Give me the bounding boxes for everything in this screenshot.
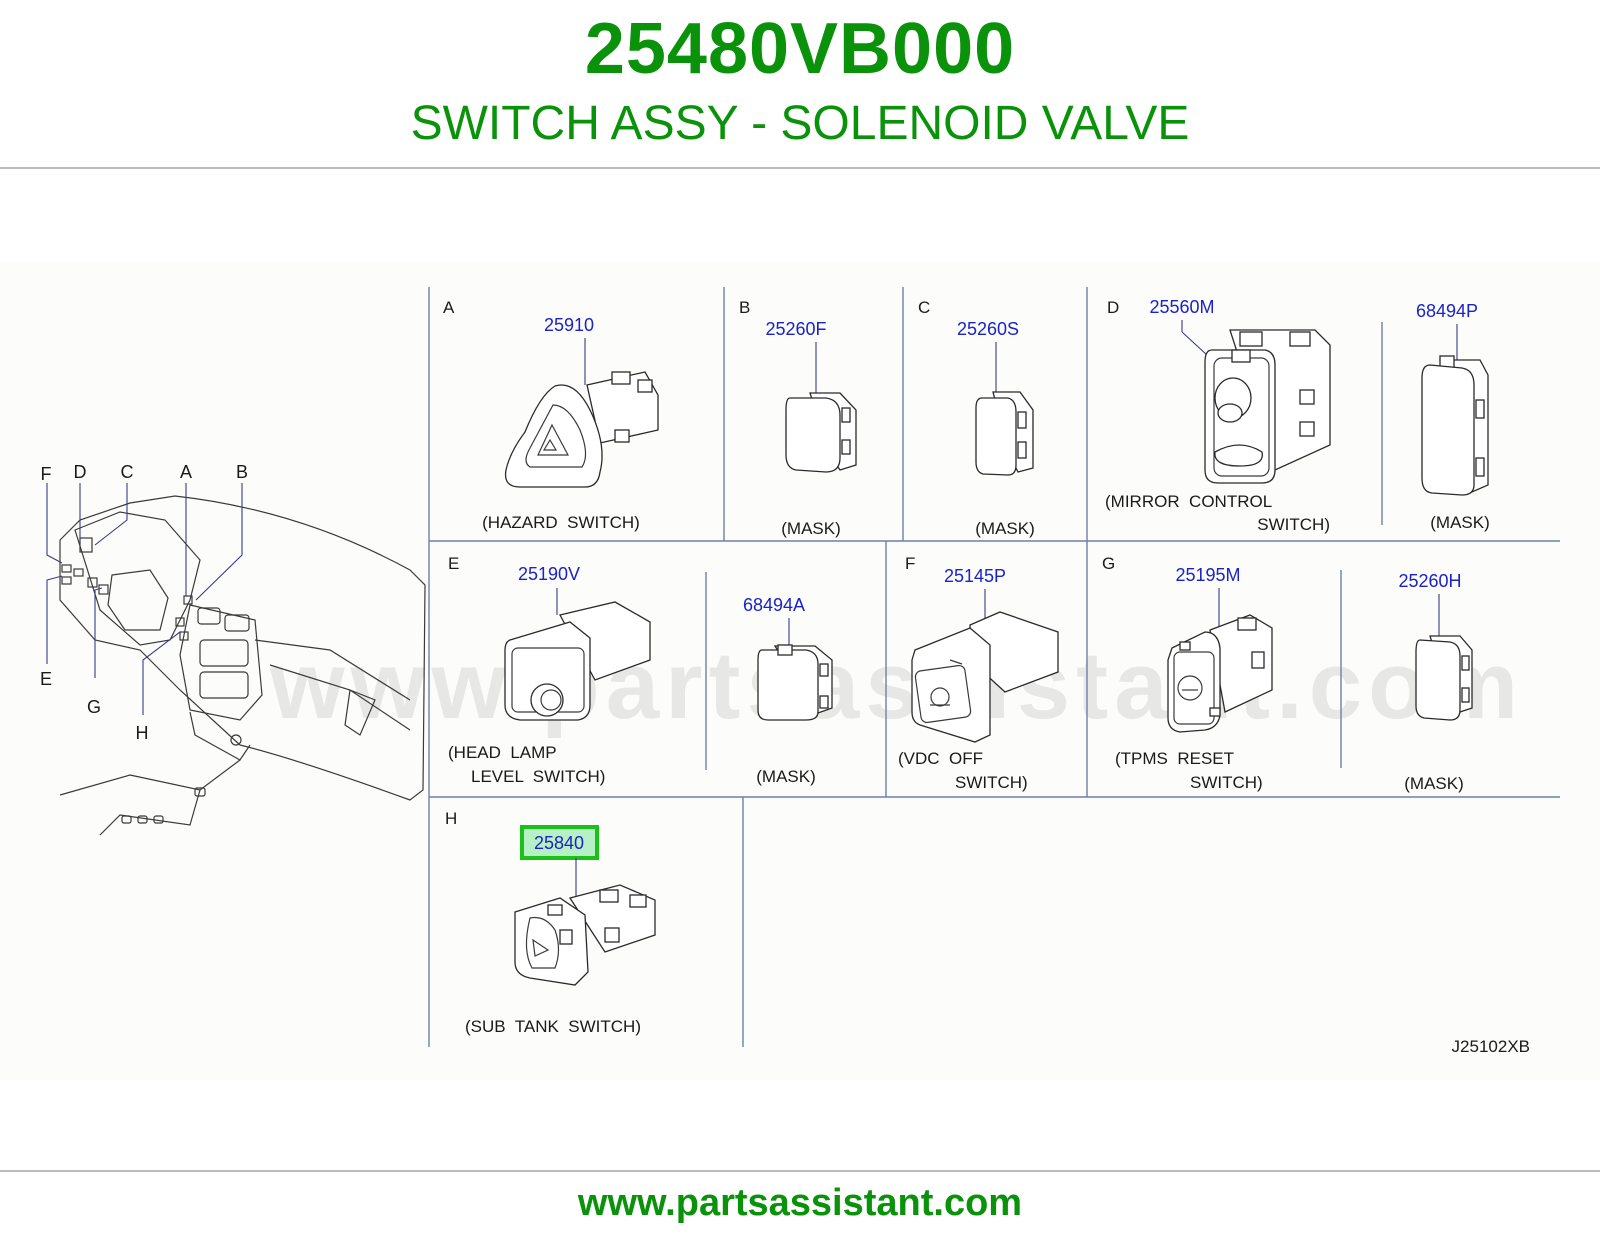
diagram-code: J25102XB (1452, 1037, 1530, 1056)
section-letter-c: C (918, 298, 930, 317)
caption-mirror-control-line2: SWITCH) (1257, 515, 1330, 534)
section-letter-h: H (445, 809, 457, 828)
locator-letter-a: A (180, 462, 192, 482)
caption-mirror-control-line1: (MIRROR CONTROL (1105, 492, 1272, 511)
mask-d-illustration (1421, 355, 1489, 496)
locator-letter-c: C (121, 462, 134, 482)
caption-mask-e: (MASK) (756, 767, 816, 786)
caption-head-lamp-line2: LEVEL SWITCH) (471, 767, 605, 786)
section-a: A 25910 (HAZARD SWITCH) (443, 298, 659, 532)
section-letter-d: D (1107, 298, 1119, 317)
part-number-25260f: 25260F (765, 319, 826, 339)
mask-e-illustration (757, 644, 833, 721)
part-number-25260h: 25260H (1398, 571, 1461, 591)
locator-letter-e: E (40, 669, 52, 689)
section-letter-f: F (905, 554, 915, 573)
locator-letter-g: G (87, 697, 101, 717)
section-b: B 25260F (MASK) (739, 298, 857, 538)
caption-mask-g: (MASK) (1404, 774, 1464, 793)
caption-hazard-switch: (HAZARD SWITCH) (482, 513, 640, 532)
vdc-off-switch-illustration (911, 611, 1059, 743)
section-grid (428, 287, 1560, 1047)
page-subtitle-description: SWITCH ASSY - SOLENOID VALVE (410, 97, 1190, 150)
caption-vdc-off-line2: SWITCH) (955, 773, 1028, 792)
part-number-25910: 25910 (544, 315, 594, 335)
part-number-25145p: 25145P (944, 566, 1006, 586)
part-number-25195m: 25195M (1175, 565, 1240, 585)
caption-vdc-off-line1: (VDC OFF (898, 749, 983, 768)
caption-mask-d: (MASK) (1430, 513, 1490, 532)
hazard-switch-illustration (504, 371, 659, 488)
part-number-25560m: 25560M (1149, 297, 1214, 317)
mirror-control-switch-illustration (1204, 329, 1331, 484)
caption-head-lamp-line1: (HEAD LAMP (448, 743, 557, 762)
footer-divider (0, 1170, 1600, 1172)
section-letter-a: A (443, 298, 455, 317)
part-number-68494p: 68494P (1416, 301, 1478, 321)
section-h: H 25840 (SUB TANK SWITCH) (445, 809, 656, 1036)
section-f: F 25145P (VDC OFF SWITCH) (898, 554, 1059, 792)
part-number-25260s: 25260S (957, 319, 1019, 339)
mask-c-illustration (975, 391, 1034, 476)
head-lamp-level-switch-illustration (504, 601, 651, 721)
sub-tank-switch-illustration (514, 884, 656, 986)
section-c: C 25260S (MASK) (918, 298, 1035, 538)
locator-letter-h: H (136, 723, 149, 743)
locator-leader-lines (46, 483, 243, 715)
locator-letter-d: D (74, 462, 87, 482)
part-number-25190v: 25190V (518, 564, 580, 584)
part-number-25840[interactable]: 25840 (534, 833, 584, 853)
footer-website-link[interactable]: www.partsassistant.com (577, 1182, 1023, 1224)
section-letter-b: B (739, 298, 750, 317)
section-letter-g: G (1102, 554, 1115, 573)
caption-mask-b: (MASK) (781, 519, 841, 538)
locator-letter-b: B (236, 462, 248, 482)
page-title-part-number: 25480VB000 (584, 9, 1016, 89)
section-letter-e: E (448, 554, 459, 573)
section-d: D 25560M (MIRROR CONTROL SWITCH) 68494P (1105, 297, 1490, 534)
caption-tpms-reset-line2: SWITCH) (1190, 773, 1263, 792)
caption-sub-tank-switch: (SUB TANK SWITCH) (465, 1017, 641, 1036)
dashboard-locator-illustration (59, 495, 426, 836)
section-g: G 25195M (TPMS RESET SWITCH) 25260H (MAS… (1102, 554, 1473, 793)
watermark-text: www.partsassistant.com (269, 632, 1524, 739)
mask-b-illustration (785, 392, 857, 473)
section-e: E 25190V (HEAD LAMP LEVEL SWITCH) 68494A… (448, 554, 833, 786)
part-number-68494a: 68494A (743, 595, 805, 615)
tpms-reset-switch-illustration (1167, 614, 1273, 733)
header-divider (0, 167, 1600, 169)
locator-letter-f: F (41, 464, 52, 484)
mask-g-illustration (1415, 635, 1473, 721)
highlight-box (520, 825, 599, 860)
caption-tpms-reset-line1: (TPMS RESET (1115, 749, 1234, 768)
caption-mask-c: (MASK) (975, 519, 1035, 538)
